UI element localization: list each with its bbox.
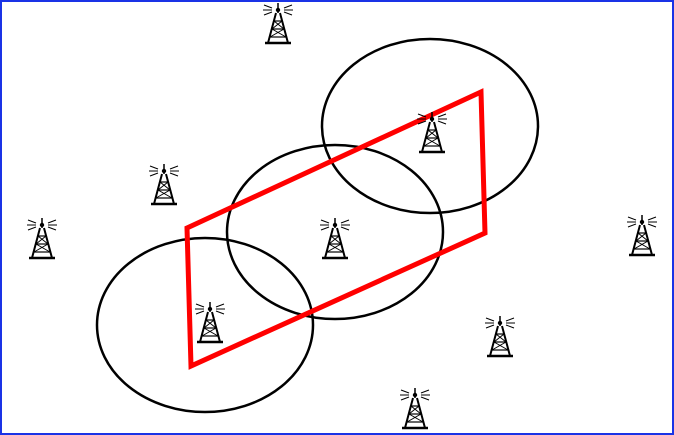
coverage-circle-lower-left <box>95 236 315 414</box>
region-outline <box>184 88 488 370</box>
tower-center <box>318 216 352 260</box>
tower-far-right <box>625 213 659 257</box>
tower-upper-left <box>147 162 181 206</box>
tower-lower-right <box>483 314 517 358</box>
tower-far-left <box>25 216 59 260</box>
tower-bottom <box>398 386 432 430</box>
coverage-circle-upper-right <box>320 37 540 215</box>
coverage-circle-middle <box>225 143 445 321</box>
tower-bottom-left-circle <box>193 300 227 344</box>
tower-top <box>261 1 295 45</box>
